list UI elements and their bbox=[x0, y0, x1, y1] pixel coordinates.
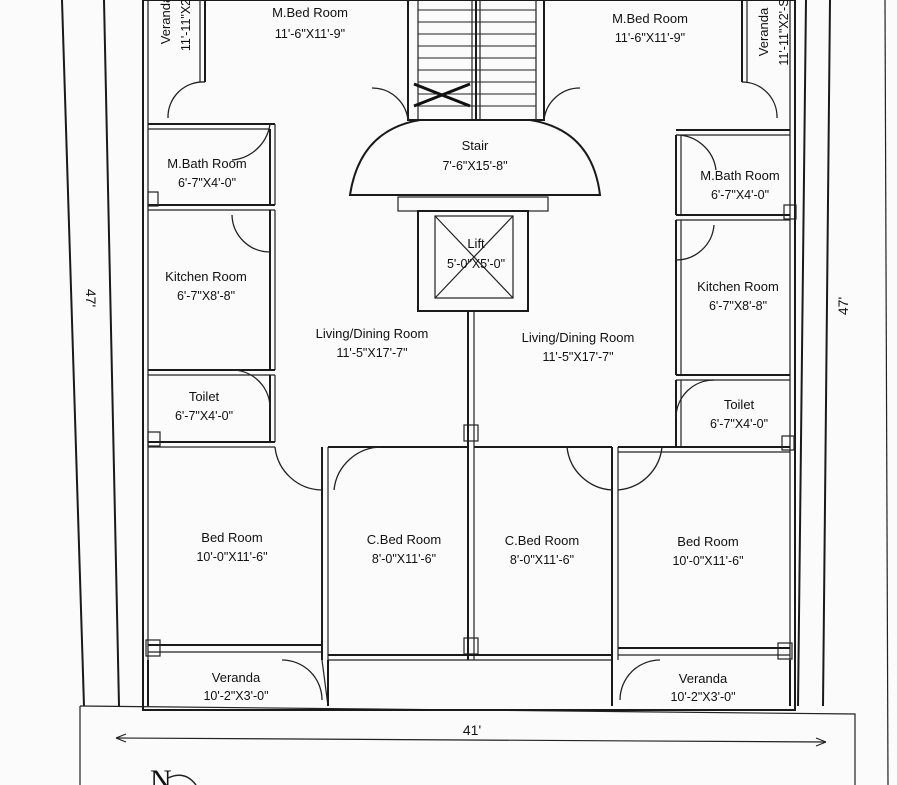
walls-center bbox=[327, 311, 613, 706]
north-arrow-icon: N bbox=[150, 764, 197, 785]
mbath-left-dim: 6'-7"X4'-0" bbox=[178, 176, 236, 190]
veranda-top-walls bbox=[167, 0, 778, 119]
veranda-top-right-name: Veranda bbox=[756, 7, 771, 56]
mbath-right-name: M.Bath Room bbox=[700, 168, 779, 183]
site-boundary bbox=[61, 0, 889, 785]
living-left-dim: 11'-5"X17'-7" bbox=[336, 346, 407, 360]
lift-dim: 5'-0"X5'-0" bbox=[447, 257, 505, 271]
north-mark: N bbox=[150, 764, 172, 785]
outer-walls bbox=[142, 0, 796, 711]
bed-right-name: Bed Room bbox=[677, 534, 738, 549]
cbed-left-name: C.Bed Room bbox=[367, 532, 441, 547]
kitchen-left-dim: 6'-7"X8'-8" bbox=[177, 289, 235, 303]
veranda-top-left-name: Veranda bbox=[158, 0, 173, 44]
stair bbox=[348, 0, 602, 196]
stair-dim: 7'-6"X15'-8" bbox=[442, 159, 507, 173]
toilet-left-name: Toilet bbox=[189, 389, 220, 404]
veranda-bottom-right-name: Veranda bbox=[679, 671, 728, 686]
overall-dimensions: 47' 47' 41' bbox=[83, 289, 851, 747]
living-right-dim: 11'-5"X17'-7" bbox=[542, 350, 613, 364]
veranda-bottom-left-name: Veranda bbox=[212, 670, 261, 685]
living-right-name: Living/Dining Room bbox=[522, 330, 635, 345]
kitchen-right-dim: 6'-7"X8'-8" bbox=[709, 299, 767, 313]
dim-left-side: 47' bbox=[83, 289, 99, 307]
toilet-right-name: Toilet bbox=[724, 397, 755, 412]
toilet-right-dim: 6'-7"X4'-0" bbox=[710, 417, 768, 431]
cbed-left-dim: 8'-0"X11'-6" bbox=[372, 552, 436, 566]
kitchen-left-name: Kitchen Room bbox=[165, 269, 247, 284]
mbed-left-name: M.Bed Room bbox=[272, 5, 348, 20]
dim-right-side: 47' bbox=[835, 297, 851, 315]
mbed-left-dim: 11'-6"X11'-9" bbox=[275, 27, 345, 41]
living-left-name: Living/Dining Room bbox=[316, 326, 429, 341]
walls-left-unit bbox=[145, 123, 468, 707]
bed-right-dim: 10'-0"X11'-6" bbox=[672, 554, 743, 568]
veranda-top-left-dim: 11'-11"X2 bbox=[179, 0, 193, 51]
mbath-left-name: M.Bath Room bbox=[167, 156, 246, 171]
dim-bottom: 41' bbox=[463, 722, 481, 738]
cbed-right-name: C.Bed Room bbox=[505, 533, 579, 548]
stair-name: Stair bbox=[462, 138, 489, 153]
veranda-top-right-dim: 11'-11"X2'-S bbox=[777, 0, 791, 66]
walls-right-unit bbox=[474, 129, 797, 706]
lift-name: Lift bbox=[467, 236, 485, 251]
lift bbox=[397, 196, 549, 312]
toilet-left-dim: 6'-7"X4'-0" bbox=[175, 409, 233, 423]
mbath-right-dim: 6'-7"X4'-0" bbox=[711, 188, 769, 202]
bed-left-dim: 10'-0"X11'-6" bbox=[196, 550, 267, 564]
veranda-bottom-left-dim: 10'-2"X3'-0" bbox=[203, 689, 268, 703]
kitchen-right-name: Kitchen Room bbox=[697, 279, 779, 294]
mbed-right-dim: 11'-6"X11'-9" bbox=[615, 31, 685, 45]
room-labels: M.Bed Room 11'-6"X11'-9" M.Bed Room 11'-… bbox=[158, 0, 791, 704]
cbed-right-dim: 8'-0"X11'-6" bbox=[510, 553, 574, 567]
mbed-right-name: M.Bed Room bbox=[612, 11, 688, 26]
veranda-bottom-right-dim: 10'-2"X3'-0" bbox=[670, 690, 735, 704]
bed-left-name: Bed Room bbox=[201, 530, 262, 545]
